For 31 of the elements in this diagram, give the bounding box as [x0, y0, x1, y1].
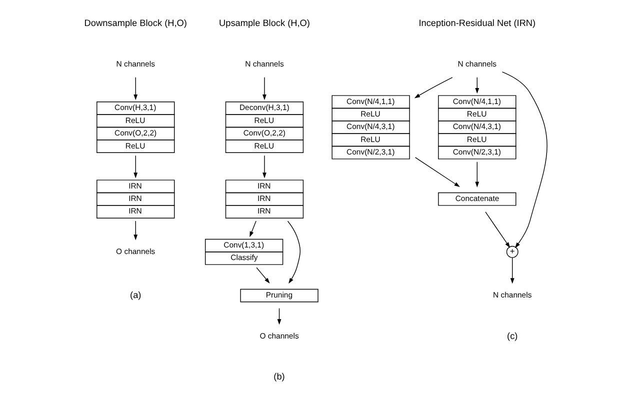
label: (c)	[507, 330, 518, 341]
arrow	[475, 162, 480, 188]
node-text: N channels	[116, 60, 155, 69]
node-text: N channels	[493, 290, 532, 300]
arrow	[414, 157, 460, 187]
arrow	[134, 155, 138, 178]
arrow	[262, 77, 266, 100]
node-text: O channels	[260, 331, 299, 340]
arrow	[414, 77, 453, 98]
arrow	[250, 220, 256, 238]
node-box: Concatenate	[438, 192, 516, 206]
node-text: O channels	[116, 246, 156, 256]
arrow	[475, 77, 480, 94]
node-box: Pruning	[240, 288, 318, 302]
arrow	[134, 220, 138, 240]
arrow	[510, 257, 514, 284]
node-text: N channels	[245, 60, 284, 69]
label: Downsample Block (H,O)	[84, 18, 187, 28]
node-circle: +	[506, 246, 518, 258]
label: Upsample Block (H,O)	[219, 18, 310, 28]
label: (a)	[130, 290, 142, 300]
arrow	[277, 308, 282, 325]
label: Inception-Residual Net (IRN)	[418, 18, 536, 28]
arrow	[256, 267, 270, 284]
node-text: N channels	[458, 60, 497, 69]
arrow	[134, 77, 138, 100]
arrow	[287, 220, 301, 284]
arrow	[502, 72, 548, 248]
arrow	[485, 212, 510, 248]
arrow	[262, 155, 266, 178]
label: (b)	[274, 372, 285, 382]
